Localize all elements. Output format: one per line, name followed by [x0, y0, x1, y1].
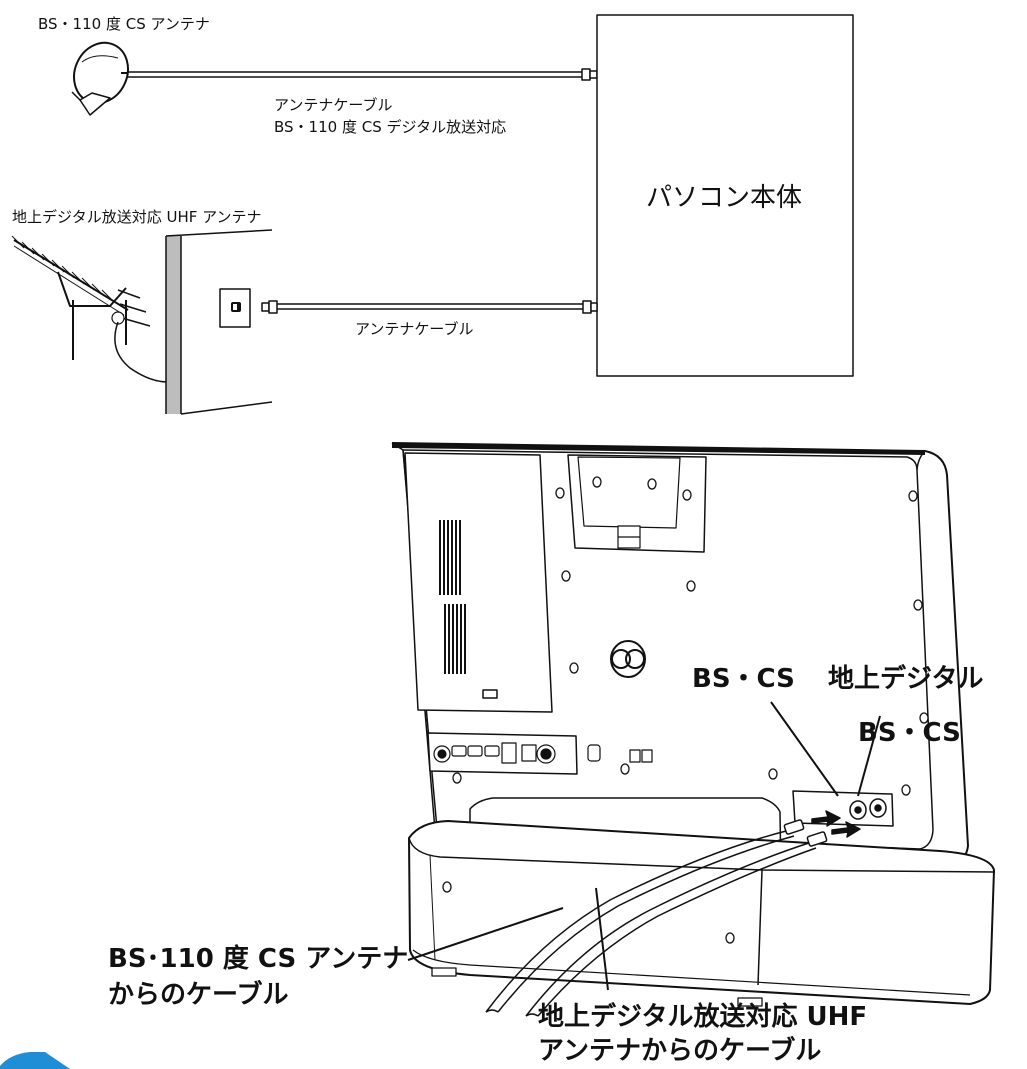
- bs-cable-label-line1: BS･110 度 CS アンテナ: [108, 944, 409, 974]
- tuner-connectors: [811, 798, 887, 838]
- satellite-dish-icon: [71, 41, 129, 116]
- cable1-label-line1: アンテナケーブル: [274, 96, 393, 114]
- uhf-antenna-label: 地上デジタル放送対応 UHF アンテナ: [12, 208, 262, 226]
- brand-logo-icon: [610, 640, 646, 678]
- pc-rear-view: [391, 442, 996, 1007]
- callout-lines: [407, 701, 881, 991]
- bs-antenna-label: BS・110 度 CS アンテナ: [38, 15, 210, 33]
- cable2-label: アンテナケーブル: [355, 320, 474, 338]
- pc-body-label: パソコン本体: [646, 183, 803, 213]
- bs-cs-callout-label: BS・CS: [692, 664, 795, 694]
- antenna-cable-bs: [128, 68, 598, 81]
- bs-cs-callout-label-2: BS・CS: [858, 718, 961, 748]
- uhf-cable-label-line2: アンテナからのケーブル: [538, 1036, 822, 1066]
- uhf-cable-label-line1: 地上デジタル放送対応 UHF: [538, 1002, 868, 1032]
- wall-section: [165, 229, 273, 415]
- port-row: [433, 742, 653, 764]
- bs-cable-label-line2: からのケーブル: [108, 980, 289, 1010]
- accent-tab-icon: [0, 1052, 70, 1069]
- uhf-antenna-icon: [11, 235, 169, 383]
- antenna-cable-uhf: [261, 300, 598, 314]
- tuner-cables: [485, 819, 828, 1017]
- pc-body-box: [596, 14, 854, 377]
- digital-callout-label: 地上デジタル: [828, 664, 984, 694]
- cable1-label-line2: BS・110 度 CS デジタル放送対応: [274, 118, 507, 136]
